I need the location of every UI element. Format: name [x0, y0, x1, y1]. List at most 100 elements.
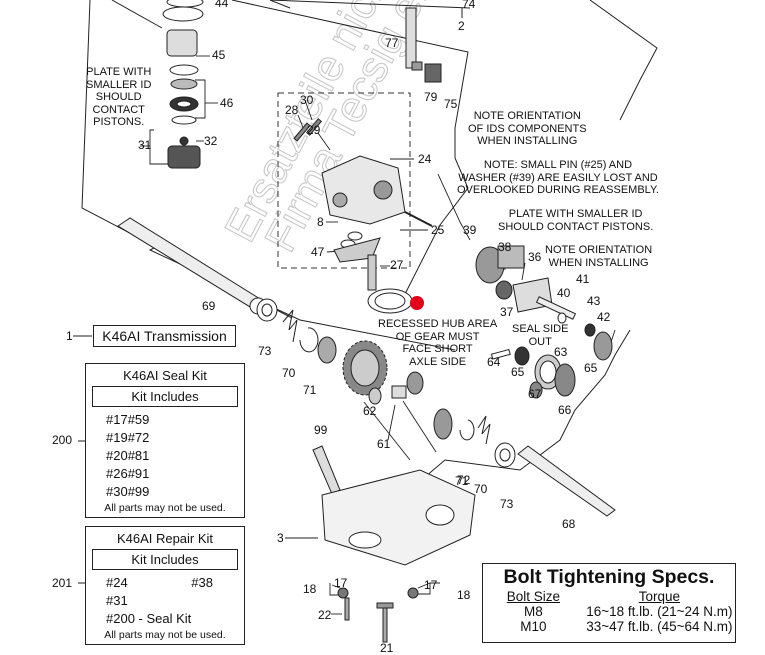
- note-line: SHOULD: [95, 91, 142, 103]
- kit-part-left: #19: [106, 429, 128, 445]
- part-number: 65: [584, 361, 598, 375]
- torque-value: 16~18 ft.lb. (21~24 N.m): [586, 604, 733, 619]
- part-number: 71: [455, 474, 469, 488]
- kit-row: #19#72: [106, 428, 149, 446]
- note-line: OF IDS COMPONENTS: [468, 122, 587, 135]
- part-number: 73: [500, 497, 514, 511]
- bolt-size: M8: [524, 604, 543, 619]
- note-line: OVERLOOKED DURING REASSEMBLY.: [457, 184, 659, 196]
- note-line: SHOULD CONTACT PISTONS.: [498, 220, 654, 233]
- part-number: 18: [457, 588, 471, 602]
- part-number: 99: [314, 423, 328, 437]
- part-number: 41: [576, 272, 590, 286]
- transmission-title: K46AI Transmission: [102, 328, 227, 344]
- part-number: 66: [558, 403, 572, 417]
- part-number: 18: [303, 582, 317, 596]
- part-number: 31: [138, 138, 152, 152]
- part-number: 36: [528, 250, 542, 264]
- part-number: 17: [334, 576, 348, 590]
- bolt-specs-title: Bolt Tightening Specs.: [503, 566, 715, 588]
- callout-seal-kit: 200: [52, 433, 73, 447]
- part-number: 38: [498, 240, 512, 254]
- note-line: OUT: [528, 335, 552, 348]
- part-number: 46: [220, 96, 234, 110]
- kit-part-right: [191, 609, 213, 627]
- part-number: 61: [377, 437, 391, 451]
- note-line: FACE SHORT: [402, 343, 473, 355]
- leader-lines: [73, 55, 616, 615]
- part-number: 72: [457, 473, 471, 487]
- kit-part-left: #17: [106, 411, 128, 427]
- part-number: 79: [424, 90, 438, 104]
- part-number: 65: [511, 365, 525, 379]
- kit-row: #31: [106, 591, 213, 609]
- part-number: 74: [462, 0, 476, 11]
- part-number: 69: [202, 299, 216, 313]
- seal-kit-subtitle: Kit Includes: [92, 386, 238, 407]
- spec-row: M10 33~47 ft.lb. (45~64 N.m): [483, 619, 735, 634]
- part-number: 22: [318, 608, 332, 622]
- part-number: 32: [204, 134, 218, 148]
- kit-row: #20#81: [106, 446, 149, 464]
- seal-kit-footer: All parts may not be used.: [104, 502, 226, 514]
- kit-row: #17#59: [106, 410, 149, 428]
- part-number: 24: [418, 152, 432, 166]
- part-number: 62: [363, 404, 377, 418]
- part-number: 44: [215, 0, 229, 10]
- part-number: 71: [303, 383, 317, 397]
- kit-part-right: #72: [127, 429, 150, 445]
- kit-part-right: #91: [127, 465, 150, 481]
- note-line: PLATE WITH SMALLER ID: [508, 208, 643, 220]
- part-number: 30: [300, 93, 314, 107]
- bolt-size-header: Bolt Size: [506, 589, 561, 604]
- repair-kit-title: K46AI Repair Kit: [116, 531, 214, 546]
- kit-part-left: #31: [106, 592, 128, 608]
- parts-artwork: [117, 0, 616, 643]
- note-line: WASHER (#39) ARE EASILY LOST AND: [458, 171, 658, 184]
- note-line: PLATE WITH: [86, 66, 152, 78]
- part-number: 3: [277, 531, 284, 545]
- part-number: 39: [463, 223, 477, 237]
- part-number: 17: [424, 578, 438, 592]
- part-number: 67: [528, 387, 542, 401]
- bolt-size: M10: [520, 619, 547, 634]
- note-line: WHEN INSTALLING: [548, 256, 649, 269]
- part-number: 27: [390, 258, 404, 272]
- part-number: 64: [487, 355, 501, 369]
- transmission-box: K46AI Transmission: [93, 325, 236, 347]
- note-line: WHEN INSTALLING: [477, 135, 578, 147]
- bolt-specs-table: Bolt Tightening Specs. Bolt Size Torque …: [482, 563, 736, 643]
- kit-part-left: #26: [106, 465, 128, 481]
- part-number: 77: [385, 36, 399, 50]
- note-line: PISTONS.: [93, 116, 145, 128]
- note-line: AXLE SIDE: [409, 355, 467, 368]
- kit-part-right: #81: [127, 447, 150, 463]
- note-line: NOTE ORIENTATION: [473, 110, 581, 122]
- callout-repair-kit: 201: [52, 576, 73, 590]
- note-line: NOTE: SMALL PIN (#25) AND: [483, 159, 633, 171]
- part-number: 73: [258, 344, 272, 358]
- note-line: SEAL SIDE: [512, 323, 569, 335]
- kit-part-left: #30: [106, 483, 128, 499]
- kit-row: #200 - Seal Kit: [106, 609, 213, 627]
- note-line: OF GEAR MUST: [395, 330, 480, 343]
- part-number: 8: [317, 215, 324, 229]
- part-number: 70: [282, 366, 296, 380]
- spec-row: M8 16~18 ft.lb. (21~24 N.m): [483, 604, 735, 619]
- kit-part-left: #20: [106, 447, 128, 463]
- seal-kit-parts: #17#59#19#72#20#81#26#91#30#99: [106, 410, 149, 500]
- part-number: 40: [557, 286, 571, 300]
- repair-kit-box: K46AI Repair Kit Kit Includes #24#38#31#…: [85, 526, 245, 645]
- part-number: 42: [597, 310, 611, 324]
- part-number: 29: [307, 123, 321, 137]
- kit-part-right: #38: [191, 574, 213, 590]
- torque-value: 33~47 ft.lb. (45~64 N.m): [586, 619, 733, 634]
- kit-part-right: #59: [127, 411, 150, 427]
- repair-kit-subtitle: Kit Includes: [92, 549, 238, 570]
